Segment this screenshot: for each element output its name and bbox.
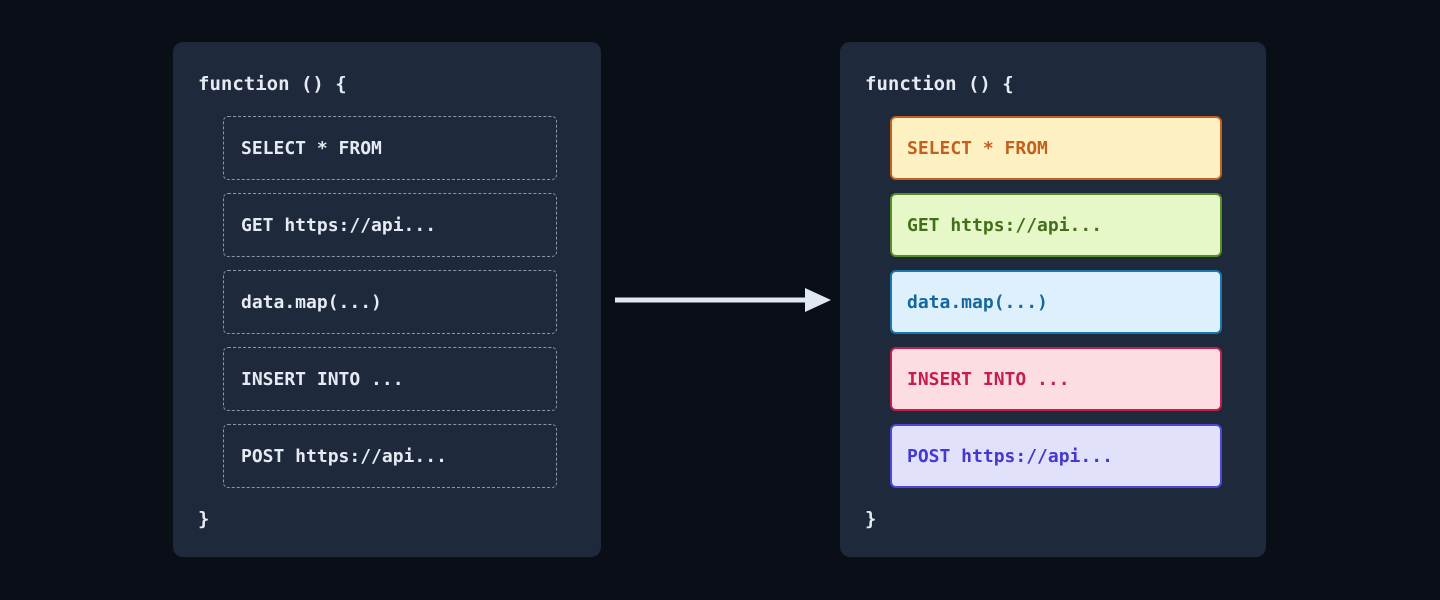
left-code-panel: function () { SELECT * FROM GET https://… (173, 42, 601, 557)
code-slot-insert: INSERT INTO ... (223, 347, 557, 411)
code-block-get: GET https://api... (890, 193, 1222, 257)
function-open-line: function () { (198, 73, 347, 95)
arrow-right-icon (615, 288, 831, 312)
arrow-head (805, 288, 831, 312)
code-slot-map: data.map(...) (223, 270, 557, 334)
code-block-select: SELECT * FROM (890, 116, 1222, 180)
function-close-line: } (865, 508, 877, 530)
code-block-post: POST https://api... (890, 424, 1222, 488)
function-open-line: function () { (865, 73, 1014, 95)
code-slot-get: GET https://api... (223, 193, 557, 257)
code-block-insert: INSERT INTO ... (890, 347, 1222, 411)
right-block-list: SELECT * FROM GET https://api... data.ma… (890, 116, 1222, 488)
code-slot-post: POST https://api... (223, 424, 557, 488)
function-close-line: } (198, 508, 210, 530)
left-slot-list: SELECT * FROM GET https://api... data.ma… (223, 116, 557, 488)
code-block-map: data.map(...) (890, 270, 1222, 334)
code-slot-select: SELECT * FROM (223, 116, 557, 180)
right-code-panel: function () { SELECT * FROM GET https://… (840, 42, 1266, 557)
